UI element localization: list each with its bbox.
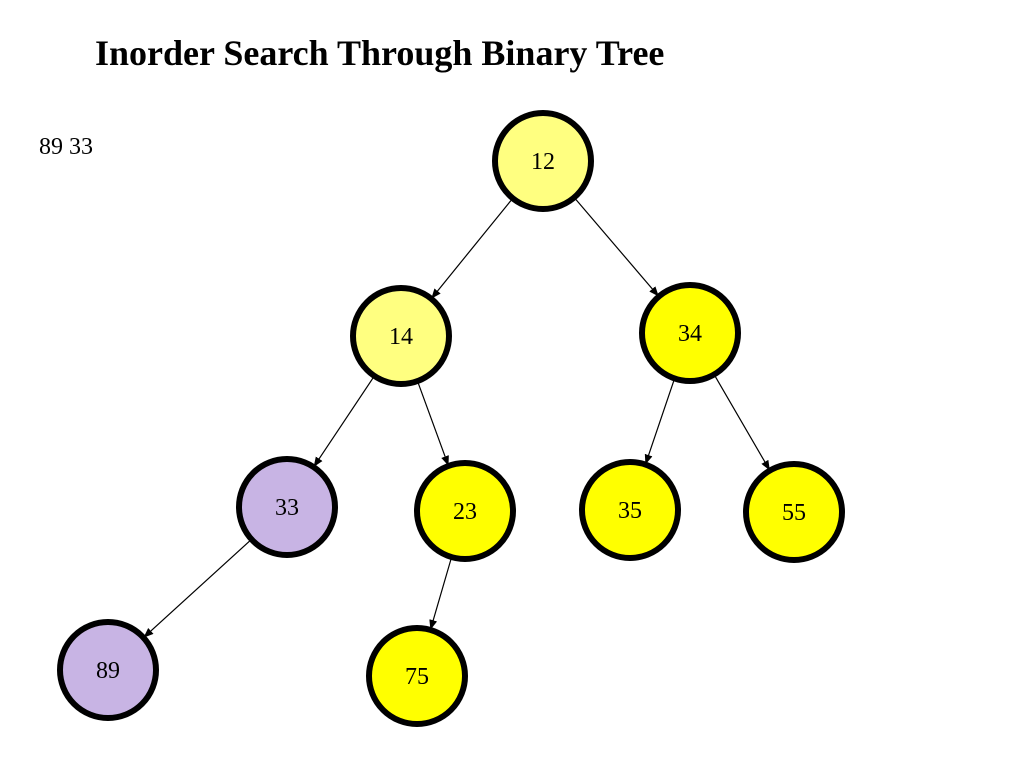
tree-node-75: 75	[366, 625, 468, 727]
tree-node-14: 14	[350, 285, 452, 387]
tree-node-33: 33	[236, 456, 338, 558]
tree-node-circle	[639, 282, 741, 384]
tree-node-label: 55	[782, 500, 806, 526]
tree-node-circle	[492, 110, 594, 212]
page-title: Inorder Search Through Binary Tree	[95, 33, 665, 73]
tree-edge-12-34	[575, 198, 659, 297]
tree-node-89: 89	[57, 619, 159, 721]
tree-node-label: 75	[405, 664, 429, 690]
tree-edge-33-89	[143, 540, 251, 638]
tree-node-55: 55	[743, 461, 845, 563]
tree-node-circle	[57, 619, 159, 721]
tree-node-circle	[414, 460, 516, 562]
tree-node-circle	[350, 285, 452, 387]
tree-node-label: 12	[531, 149, 555, 175]
tree-node-35: 35	[579, 459, 681, 561]
tree-node-34: 34	[639, 282, 741, 384]
tree-edge-23-75	[429, 558, 452, 630]
tree-edge-34-35	[644, 380, 675, 465]
tree-node-label: 14	[389, 324, 413, 350]
tree-node-circle	[366, 625, 468, 727]
tree-edges	[143, 198, 770, 638]
tree-node-23: 23	[414, 460, 516, 562]
tree-edge-14-33	[313, 377, 374, 468]
tree-node-12: 12	[492, 110, 594, 212]
tree-node-circle	[579, 459, 681, 561]
tree-node-circle	[743, 461, 845, 563]
tree-edge-12-14	[431, 199, 512, 299]
tree-node-label: 35	[618, 498, 642, 524]
tree-node-label: 89	[96, 658, 120, 684]
tree-node-label: 33	[275, 495, 299, 521]
tree-edge-14-23	[417, 382, 449, 466]
tree-nodes: 12 14 34 33 23 35 55 89 75	[57, 110, 845, 727]
tree-node-circle	[236, 456, 338, 558]
tree-node-label: 34	[678, 321, 702, 347]
tree-node-label: 23	[453, 499, 477, 525]
tree-edge-34-55	[714, 375, 770, 471]
traversal-output: 89 33	[39, 134, 93, 160]
